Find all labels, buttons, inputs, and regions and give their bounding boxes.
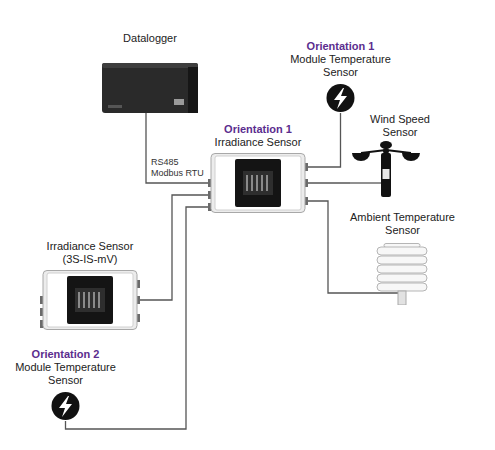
- wind-speed-sensor-icon: [350, 141, 450, 197]
- bus-label: RS485 Modbus RTU: [150, 157, 208, 179]
- module-temperature-sensor-icon: [8, 391, 123, 421]
- signal-cable: [146, 113, 208, 183]
- module-temperature-sensor-icon: [283, 83, 398, 113]
- ambient-temperature-sensor-icon: [340, 243, 465, 305]
- orientation-heading: Orientation 2: [10, 348, 122, 361]
- irradiance-sensor: Irradiance Sensor (3S-IS-mV): [40, 240, 140, 330]
- signal-cable: [308, 201, 340, 293]
- orientation-heading: Orientation 1: [285, 40, 397, 53]
- irradiance-sensor-icon: [208, 153, 308, 213]
- module-temperature-sensor-drawing: [52, 392, 80, 420]
- irradiance-sensor-icon: [40, 270, 140, 330]
- node-label: Ambient Temperature Sensor: [344, 211, 462, 237]
- module-temperature-sensor: Orientation 2Module Temperature Sensor: [8, 348, 123, 421]
- node-label: Irradiance Sensor (3S-IS-mV): [40, 240, 140, 266]
- signal-cable: [140, 195, 208, 300]
- irradiance-sensor: Orientation 1Irradiance Sensor: [208, 123, 308, 213]
- signal-cable: [308, 182, 350, 183]
- ambient-temperature-sensor: Ambient Temperature Sensor: [340, 211, 465, 305]
- wind-speed-sensor: Wind Speed Sensor: [350, 113, 450, 197]
- wind-speed-sensor-drawing: [350, 141, 420, 197]
- signal-cable: [308, 113, 341, 167]
- module-temperature-sensor: Orientation 1Module Temperature Sensor: [283, 40, 398, 113]
- orientation-heading: Orientation 1: [208, 123, 308, 136]
- node-label: Datalogger: [98, 32, 202, 45]
- module-temperature-sensor-drawing: [327, 84, 355, 112]
- node-label: Wind Speed Sensor: [364, 113, 436, 139]
- datalogger: Datalogger: [98, 32, 202, 113]
- ambient-temperature-sensor-drawing: [340, 244, 427, 306]
- irradiance-sensor-drawing: [208, 154, 308, 213]
- node-label: Irradiance Sensor: [208, 136, 308, 149]
- datalogger-icon: [98, 55, 202, 113]
- irradiance-sensor-drawing: [40, 271, 140, 330]
- node-label: Module Temperature Sensor: [10, 361, 122, 387]
- datalogger-drawing: [102, 63, 198, 113]
- node-label: Module Temperature Sensor: [285, 53, 397, 79]
